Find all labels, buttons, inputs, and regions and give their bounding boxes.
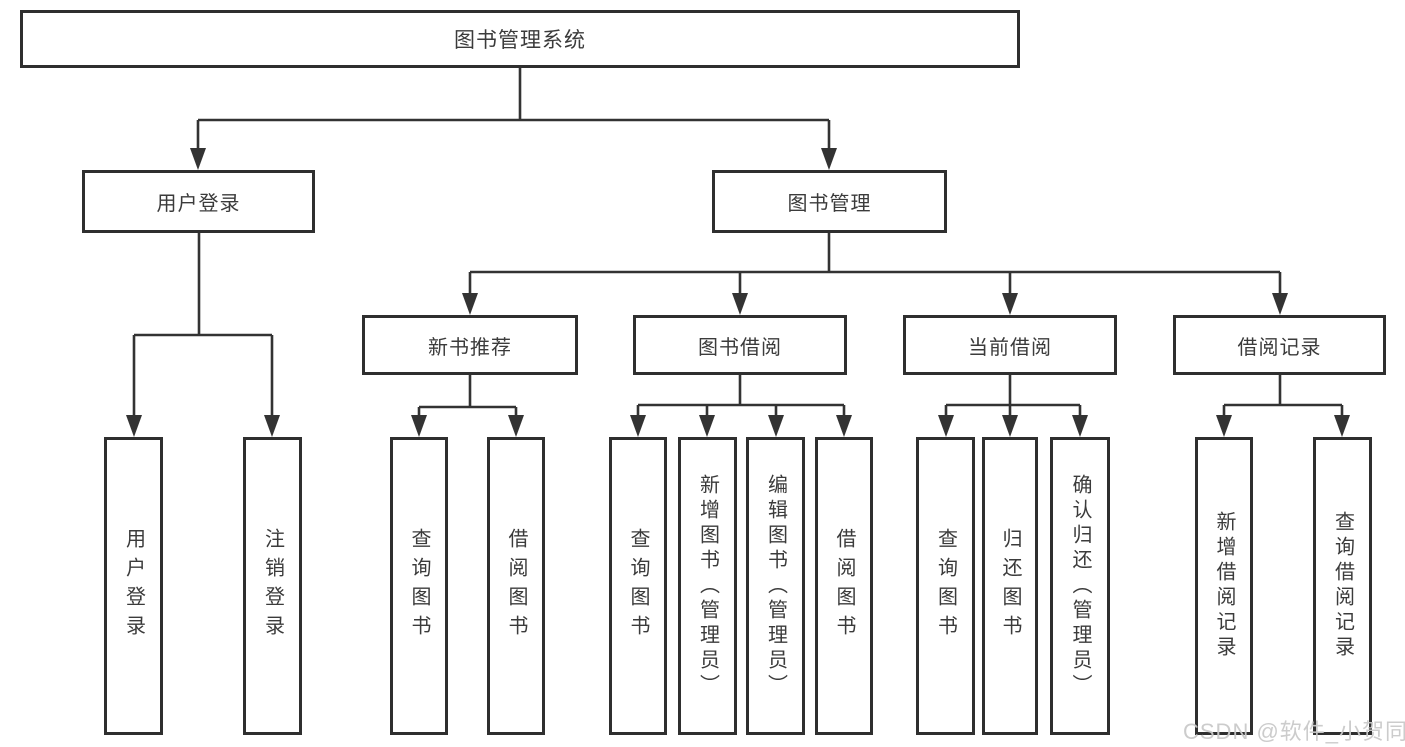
node-user-login: 用户登录: [82, 170, 315, 233]
leaf-return-books: 归还图书: [982, 437, 1038, 735]
leaf-user-login: 用户登录: [104, 437, 163, 735]
node-book-borrow: 图书借阅: [633, 315, 847, 375]
node-new-book-recommend: 新书推荐: [362, 315, 578, 375]
node-book-management: 图书管理: [712, 170, 947, 233]
leaf-confirm-return-admin: 确认归还（管理员）: [1050, 437, 1110, 735]
leaf-borrow-books-recommend: 借阅图书: [487, 437, 545, 735]
leaf-query-books-recommend: 查询图书: [390, 437, 448, 735]
node-borrow-records: 借阅记录: [1173, 315, 1386, 375]
csdn-watermark: CSDN @软件_小贺同学: [1183, 719, 1405, 744]
leaf-borrow-books-borrow: 借阅图书: [815, 437, 873, 735]
leaf-query-books-borrow: 查询图书: [609, 437, 667, 735]
leaf-edit-book-admin: 编辑图书（管理员）: [746, 437, 805, 735]
leaf-logout: 注销登录: [243, 437, 302, 735]
node-current-borrow: 当前借阅: [903, 315, 1117, 375]
node-library-management-system: 图书管理系统: [20, 10, 1020, 68]
leaf-add-borrow-record: 新增借阅记录: [1195, 437, 1253, 735]
leaf-query-books-current: 查询图书: [916, 437, 975, 735]
leaf-query-borrow-record: 查询借阅记录: [1313, 437, 1372, 735]
leaf-add-book-admin: 新增图书（管理员）: [678, 437, 737, 735]
